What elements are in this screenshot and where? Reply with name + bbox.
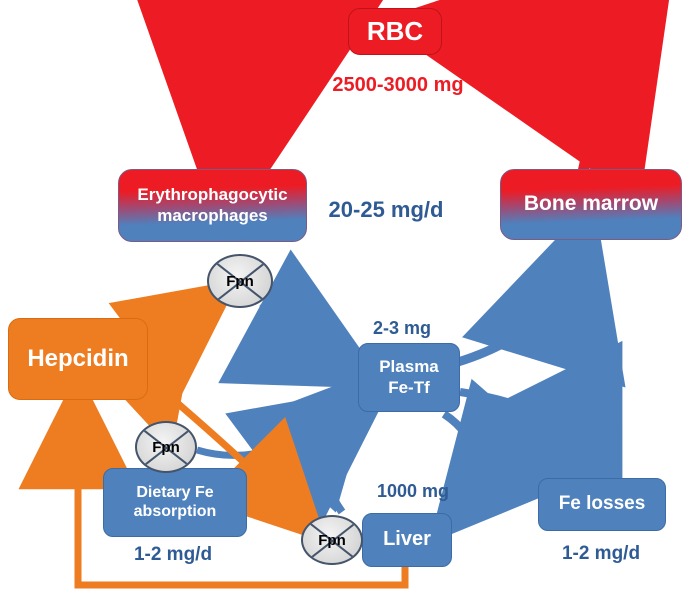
node-liver: Liver (362, 513, 452, 567)
node-fe-losses-label: Fe losses (558, 493, 646, 515)
node-dietary-fe-absorption: Dietary Fe absorption (103, 468, 247, 537)
arrow-macrophage-fpn-to-plasma (218, 249, 389, 389)
annotation-plasma-iron: 2-3 mg (372, 318, 432, 338)
annotation-rbc-iron: 2500-3000 mg (332, 74, 464, 96)
node-rbc: RBC (348, 8, 442, 55)
node-bone-marrow-label: Bone marrow (523, 192, 659, 216)
node-hepcidin-label: Hepcidin (27, 344, 129, 372)
fpn-macrophage-icon: Fpn (207, 254, 273, 308)
arrow-hepcidin-to-macrophage-fpn (108, 279, 240, 399)
arrow-plasma-to-fe-losses (459, 340, 623, 511)
arrow-rbc-to-macrophages (116, 0, 400, 242)
node-bone-marrow: Bone marrow (500, 169, 682, 240)
fpn-enterocyte-icon: Fpn (135, 421, 197, 473)
arrow-hepcidin-to-liver-fpn (145, 375, 328, 544)
node-plasma-fe-tf: Plasma Fe-Tf (358, 343, 460, 412)
node-plasma-label-line2: Fe-Tf (388, 377, 430, 397)
node-rbc-label: RBC (366, 16, 424, 47)
annotation-liver-iron: 1000 mg (376, 481, 450, 501)
node-dietary-label-line2: absorption (133, 502, 217, 520)
fpn-enterocyte-label: Fpn (152, 438, 180, 456)
fpn-macrophage-label: Fpn (226, 272, 254, 290)
arrow-liver-to-hepcidin-feedback (18, 370, 409, 589)
annotation-dietary-rate: 1-2 mg/d (133, 544, 213, 565)
arrow-plasma-to-liver (429, 378, 587, 544)
node-hepcidin: Hepcidin (8, 318, 148, 400)
node-macrophages-label-line2: macrophages (157, 205, 268, 225)
node-liver-label: Liver (383, 528, 431, 551)
node-fe-losses: Fe losses (538, 478, 666, 531)
node-erythrophagocytic-macrophages: Erythrophagocytic macrophages (118, 169, 307, 242)
arrow-plasma-to-bone-marrow (456, 198, 626, 388)
fpn-hepatocyte-icon: Fpn (301, 515, 363, 565)
node-macrophages-label-line1: Erythrophagocytic (137, 185, 288, 205)
node-dietary-label-line1: Dietary Fe (136, 483, 214, 501)
annotation-recycling-rate: 20-25 mg/d (328, 197, 444, 222)
node-plasma-label-line1: Plasma (379, 357, 439, 377)
arrow-liver-to-plasma (225, 383, 393, 536)
fpn-hepatocyte-label: Fpn (318, 531, 346, 549)
annotation-losses-rate: 1-2 mg/d (561, 543, 641, 564)
arrow-bone-marrow-to-rbc (377, 0, 681, 204)
